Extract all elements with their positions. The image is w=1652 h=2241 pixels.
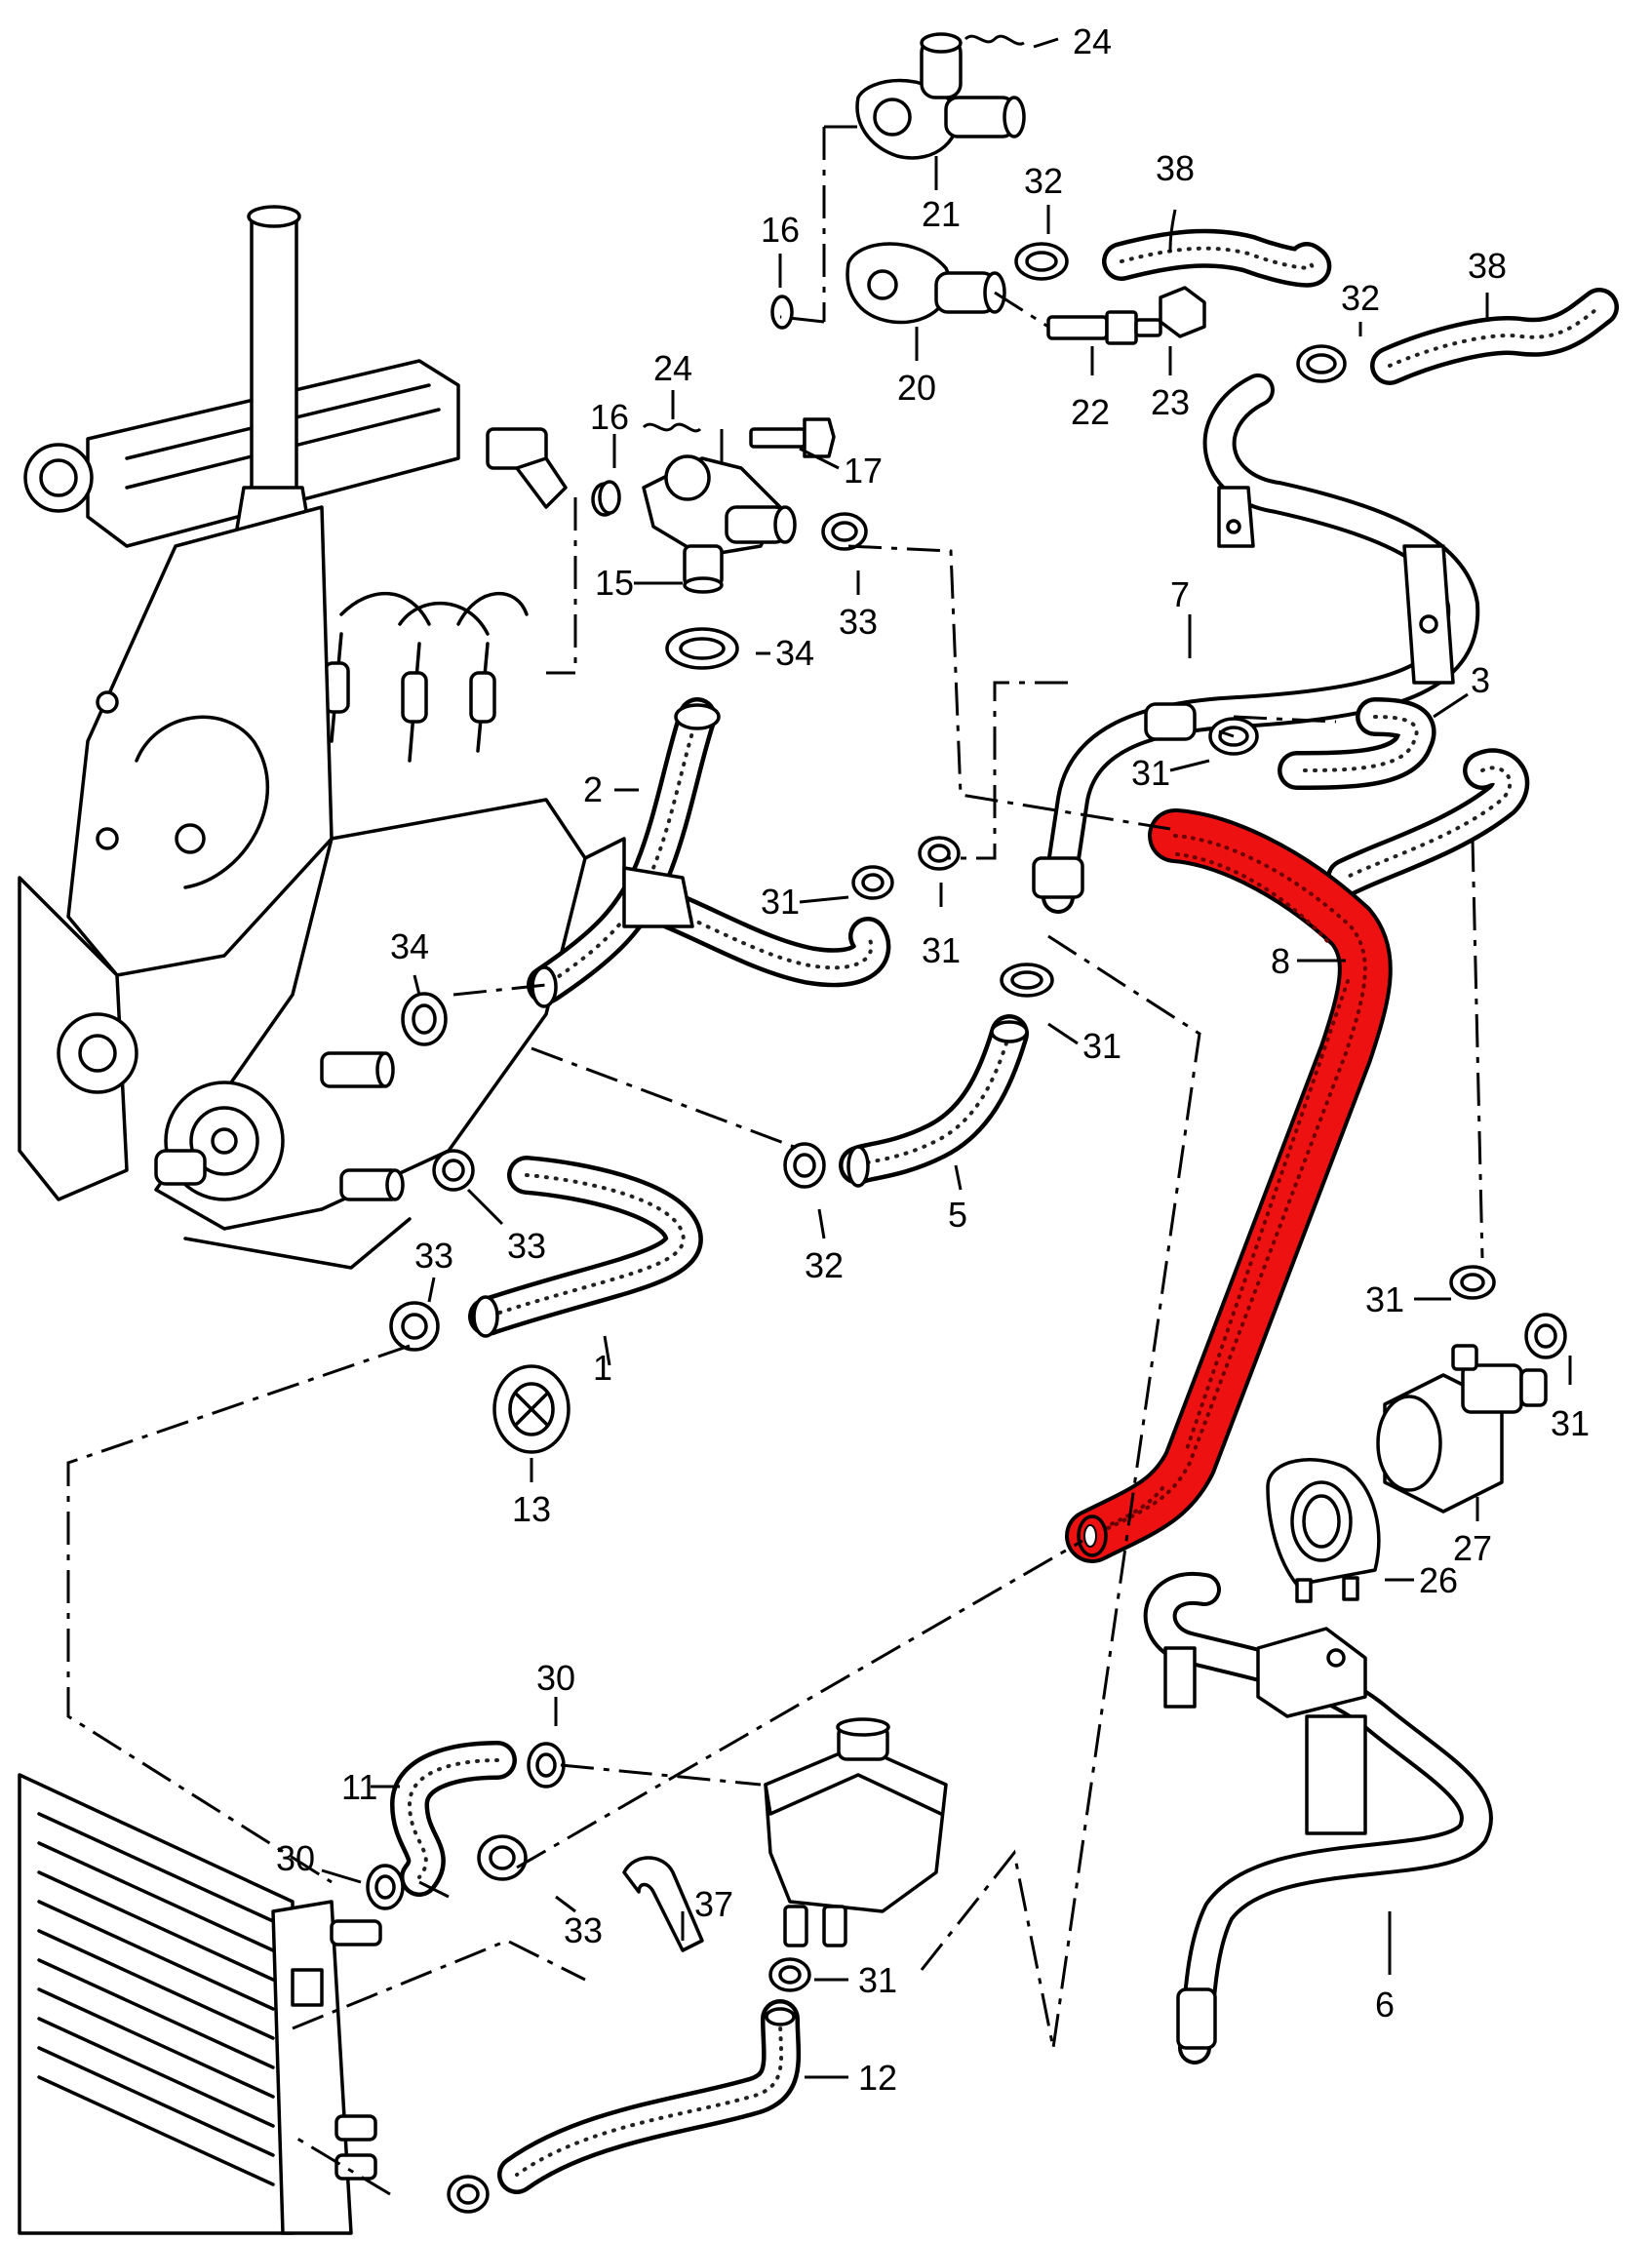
highlighted-hose-8 [1065,808,1393,1563]
hose-3 [1278,697,1436,790]
callout-33-top: 33 [839,602,878,642]
callout-13: 13 [512,1489,551,1529]
callout-30-top: 30 [536,1658,575,1698]
callout-27: 27 [1453,1528,1492,1568]
filter-27 [1376,1344,1548,1514]
callout-11: 11 [341,1767,377,1807]
coolant-pipe-7 [1032,374,1480,914]
callout-labels: 24 21 32 38 16 38 32 20 22 23 24 16 17 1… [276,21,1590,2098]
callout-1: 1 [593,1348,612,1388]
callout-31-left: 31 [761,882,800,922]
callout-6: 6 [1375,1985,1395,2025]
coolant-pipe-6 [1143,1571,1493,2064]
hose-38-upper [1102,228,1332,288]
strap-37 [622,1856,704,1952]
grommet-13 [492,1364,570,1454]
callout-12: 12 [858,2058,897,2098]
coolant-flange-15 [486,427,797,594]
callout-31-bottom: 31 [858,1960,897,2000]
callout-32-top: 32 [1024,161,1063,201]
flange-21 [855,32,1026,160]
engine-block [18,205,626,1270]
hose-38-right [1370,288,1619,385]
hose-5 [839,1014,1029,1188]
callout-31-center: 31 [922,930,961,970]
callout-31-far-right: 31 [1551,1403,1590,1443]
callout-31-upper: 31 [1131,753,1170,793]
hose-clamps [366,242,1567,2214]
hose-1 [468,1156,703,1338]
callout-23: 23 [1151,382,1190,422]
bolt-17 [749,417,836,458]
callout-38-top: 38 [1156,148,1195,188]
callout-33-bottom: 33 [564,1910,603,1950]
seal-16-upper [770,295,794,330]
callout-24-mid: 24 [653,348,692,388]
callout-21: 21 [922,194,961,234]
callout-16-mid: 16 [590,397,629,437]
callout-38-right: 38 [1468,246,1507,286]
callout-5: 5 [948,1195,967,1235]
callout-8: 8 [1271,941,1290,981]
callout-26: 26 [1419,1560,1458,1600]
callout-32-right: 32 [1341,278,1380,318]
callout-37: 37 [694,1884,733,1924]
leader-lines [321,34,1572,2079]
callout-31-right: 31 [1365,1279,1404,1319]
callout-31-mid: 31 [1082,1026,1121,1066]
seal-16-lower [598,480,621,515]
callout-22: 22 [1071,392,1110,432]
hose-12 [497,1999,802,2194]
callout-34-top: 34 [775,633,814,673]
hose-11 [390,1741,517,1897]
callout-33-left: 33 [507,1226,546,1266]
assembly-lines [66,125,1484,2196]
sensor-22 [1046,310,1162,345]
callout-17: 17 [844,451,883,491]
callout-16-top: 16 [761,210,800,250]
callout-2: 2 [583,769,603,809]
callout-20: 20 [897,368,936,408]
flange-20 [846,242,1006,325]
bracket-26 [1266,1458,1381,1603]
callout-24-top: 24 [1073,21,1112,61]
callout-33-far-left: 33 [414,1236,453,1276]
callout-30-left: 30 [276,1838,315,1878]
hose-long-right [1326,748,1530,897]
callout-7: 7 [1170,574,1190,614]
callout-34-left: 34 [390,926,429,966]
callout-3: 3 [1471,660,1490,700]
cap-23 [1159,286,1206,338]
callout-15: 15 [595,563,634,603]
radiator [18,1773,382,2235]
expansion-tank [764,1717,948,1947]
callout-32-mid: 32 [805,1245,844,1285]
